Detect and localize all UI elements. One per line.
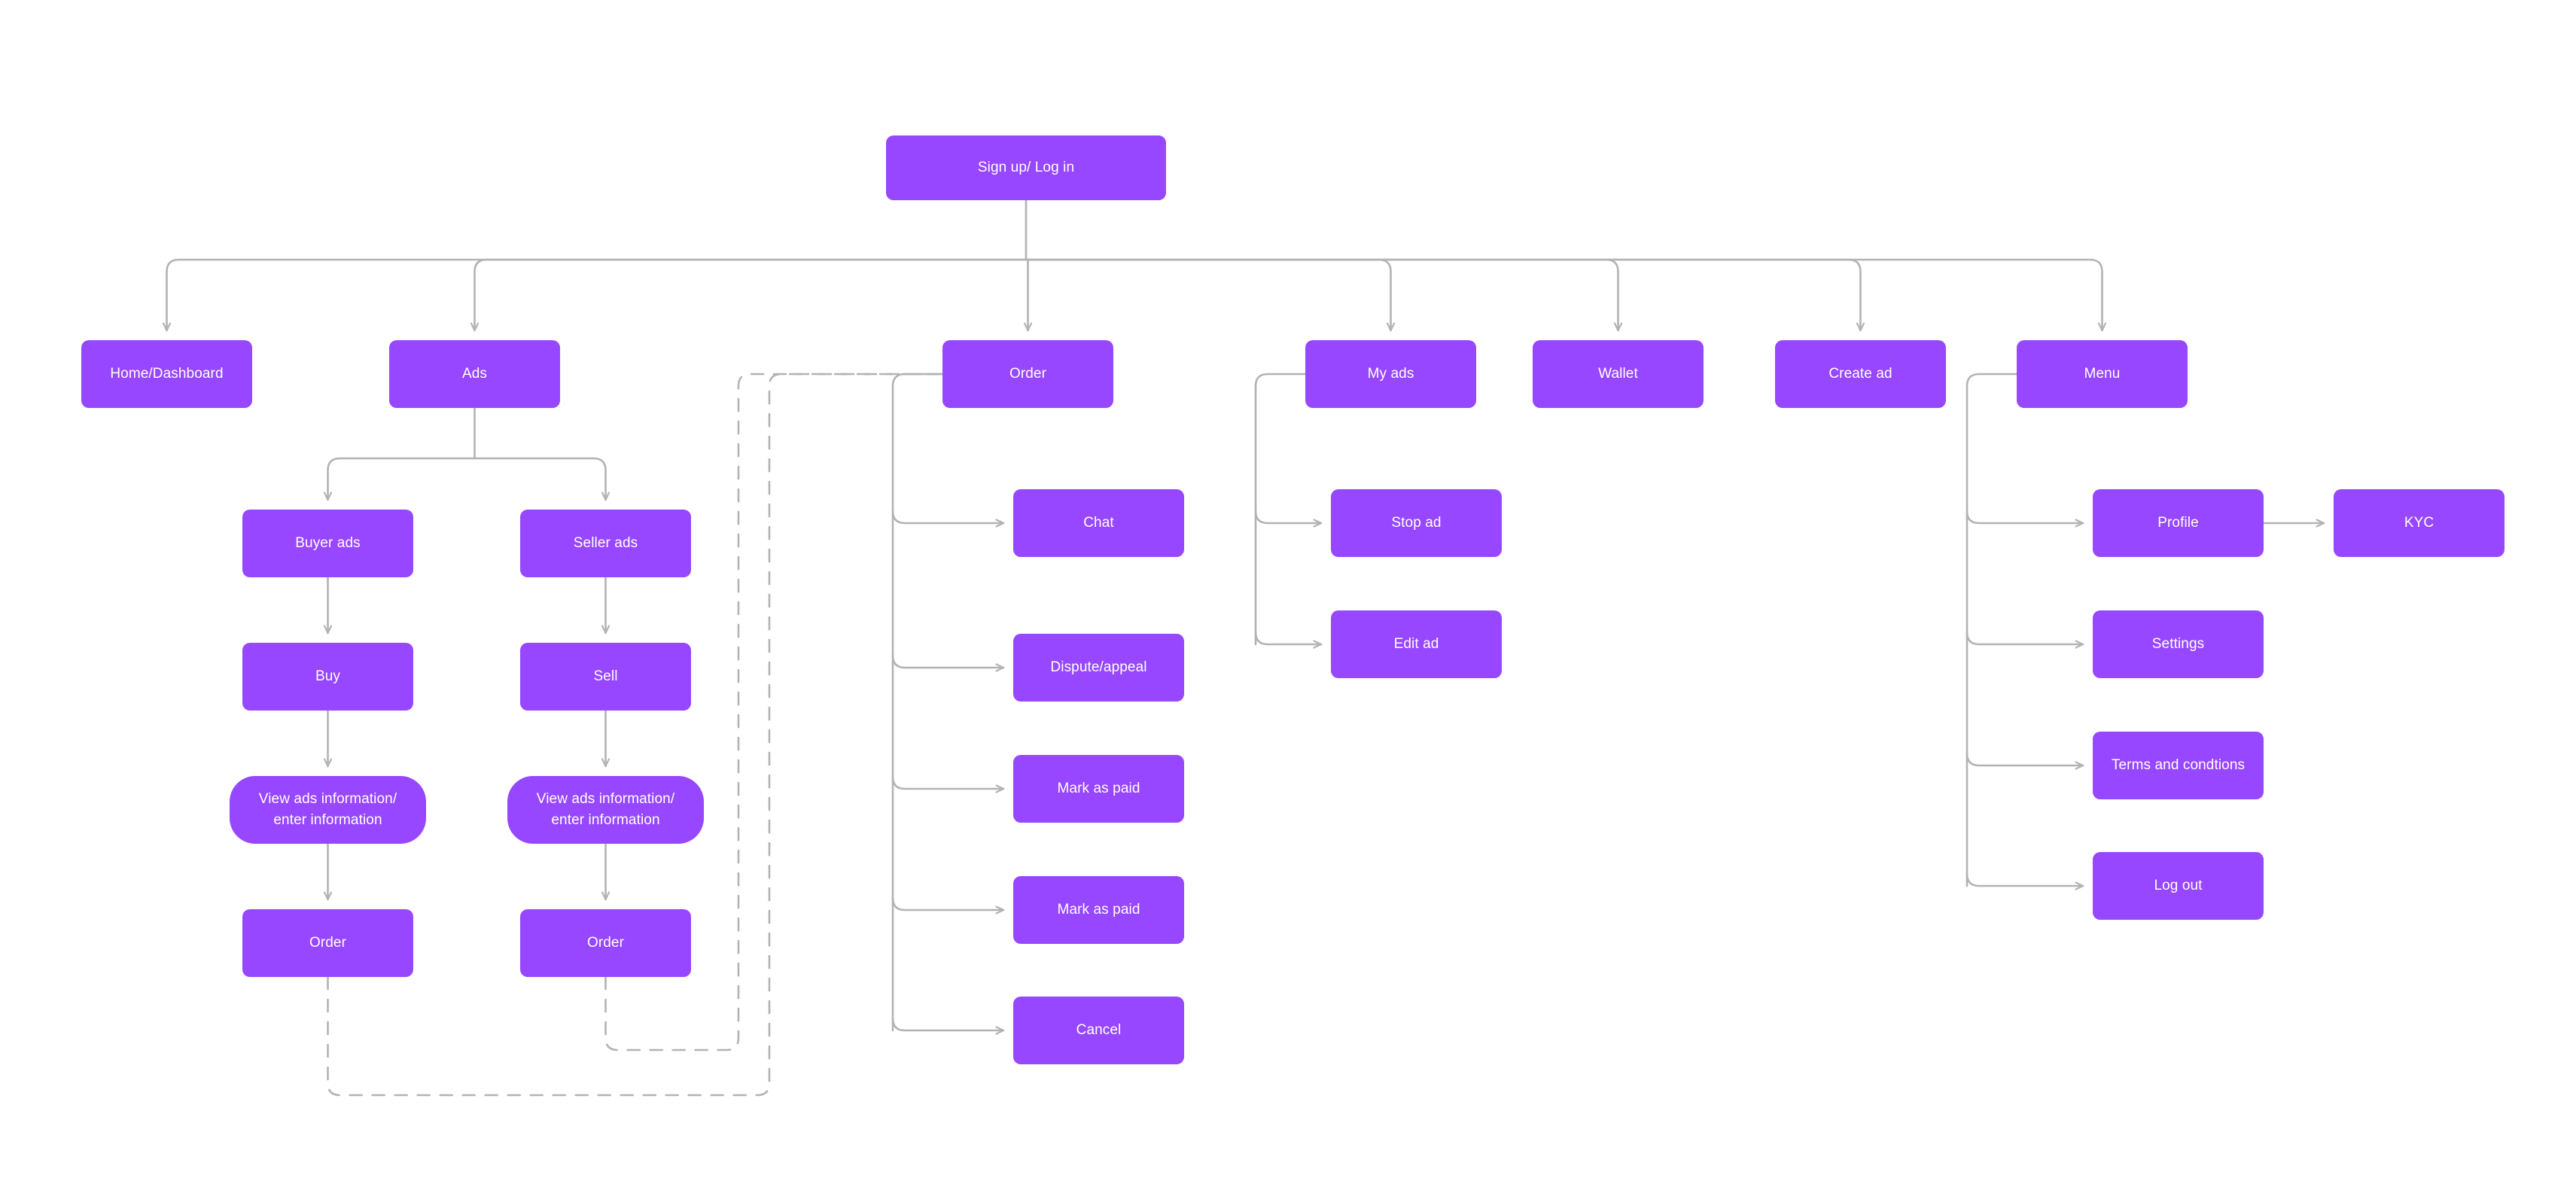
node-label: Create ad [1828, 366, 1892, 382]
node-viewads_right[interactable]: View ads information/ enter information [507, 776, 704, 844]
edge-menu-to-profile [1965, 510, 2084, 523]
node-createad[interactable]: Create ad [1775, 340, 1946, 408]
node-sellerads[interactable]: Seller ads [520, 510, 691, 577]
node-label: Menu [2084, 366, 2121, 382]
node-markaspaid2[interactable]: Mark as paid [1013, 876, 1184, 944]
node-label: View ads information/ enter information [258, 791, 397, 828]
node-label: Terms and condtions [2111, 757, 2246, 774]
node-settings[interactable]: Settings [2093, 610, 2264, 678]
node-label: My ads [1367, 366, 1414, 382]
node-label: Chat [1083, 515, 1114, 531]
edge-menu-to-logout [1965, 872, 2084, 886]
edge-menu-to-terms [1965, 752, 2084, 765]
node-editad[interactable]: Edit ad [1331, 610, 1502, 678]
edge-signup-to-menu [1025, 258, 2103, 332]
node-myads[interactable]: My ads [1305, 340, 1476, 408]
node-label: Cancel [1076, 1022, 1122, 1039]
node-label: Settings [2151, 636, 2205, 653]
node-markaspaid1[interactable]: Mark as paid [1013, 755, 1184, 823]
node-label: Edit ad [1393, 636, 1439, 653]
node-label: Seller ads [573, 535, 638, 552]
edge-signup-to-ads [475, 258, 1028, 332]
node-label: Mark as paid [1057, 902, 1140, 918]
node-label: Buy [315, 668, 341, 685]
node-label: Order [586, 935, 625, 951]
edge-myads-spine [1254, 373, 1307, 646]
node-buy[interactable]: Buy [242, 643, 413, 711]
node-logout[interactable]: Log out [2093, 852, 2264, 920]
node-order_right[interactable]: Order [520, 909, 691, 977]
edge-order_top-spine [891, 373, 944, 1032]
node-order_top[interactable]: Order [942, 340, 1113, 408]
node-label: Sell [593, 668, 618, 685]
node-cancel[interactable]: Cancel [1013, 997, 1184, 1064]
node-dispute[interactable]: Dispute/appeal [1013, 634, 1184, 701]
edge-myads-to-stopad [1254, 510, 1323, 523]
edge-order_top-to-markaspaid2 [891, 896, 1005, 910]
node-buyerads[interactable]: Buyer ads [242, 510, 413, 577]
node-label: Order [1009, 366, 1047, 382]
node-order_left[interactable]: Order [242, 909, 413, 977]
node-ads[interactable]: Ads [389, 340, 560, 408]
node-label: Dispute/appeal [1050, 659, 1147, 676]
node-kyc[interactable]: KYC [2334, 489, 2504, 557]
node-label: KYC [2404, 515, 2434, 531]
edge-signup-to-createad [1025, 258, 1861, 332]
edge-order_top-to-markaspaid1 [891, 775, 1005, 789]
edge-signup-to-home [167, 258, 1028, 332]
node-menu[interactable]: Menu [2017, 340, 2188, 408]
edge-ads-to-buyerads [328, 457, 476, 501]
edge-signup-to-wallet [1025, 258, 1618, 332]
node-wallet[interactable]: Wallet [1533, 340, 1704, 408]
node-label: Stop ad [1391, 515, 1442, 531]
node-stopad[interactable]: Stop ad [1331, 489, 1502, 557]
node-label: Mark as paid [1057, 781, 1140, 797]
edge-ads-to-sellerads [473, 457, 606, 501]
node-label: Sign up/ Log in [977, 160, 1075, 176]
node-label: Ads [461, 366, 488, 382]
node-signup[interactable]: Sign up/ Log in [886, 135, 1166, 200]
edge-order_top-to-dispute [891, 654, 1005, 668]
node-profile[interactable]: Profile [2093, 489, 2264, 557]
node-label: View ads information/ enter information [536, 791, 675, 828]
edge-myads-to-editad [1254, 631, 1323, 644]
node-label: Log out [2154, 878, 2203, 894]
edge-signup-to-myads [1025, 258, 1391, 332]
node-home[interactable]: Home/Dashboard [81, 340, 252, 408]
edge-order_top-to-cancel [891, 1017, 1005, 1030]
edge-menu-spine [1965, 373, 2018, 887]
node-sell[interactable]: Sell [520, 643, 691, 711]
node-chat[interactable]: Chat [1013, 489, 1184, 557]
edge-menu-to-settings [1965, 631, 2084, 644]
edge-order-left-loopback [327, 373, 944, 1097]
node-label: Order [309, 935, 347, 951]
node-label: Wallet [1598, 366, 1638, 382]
node-label: Home/Dashboard [110, 366, 224, 382]
edge-order_top-to-chat [891, 510, 1005, 523]
node-terms[interactable]: Terms and condtions [2093, 732, 2264, 799]
node-viewads_left[interactable]: View ads information/ enter information [230, 776, 426, 844]
node-label: Buyer ads [295, 535, 361, 552]
node-label: Profile [2157, 515, 2199, 531]
